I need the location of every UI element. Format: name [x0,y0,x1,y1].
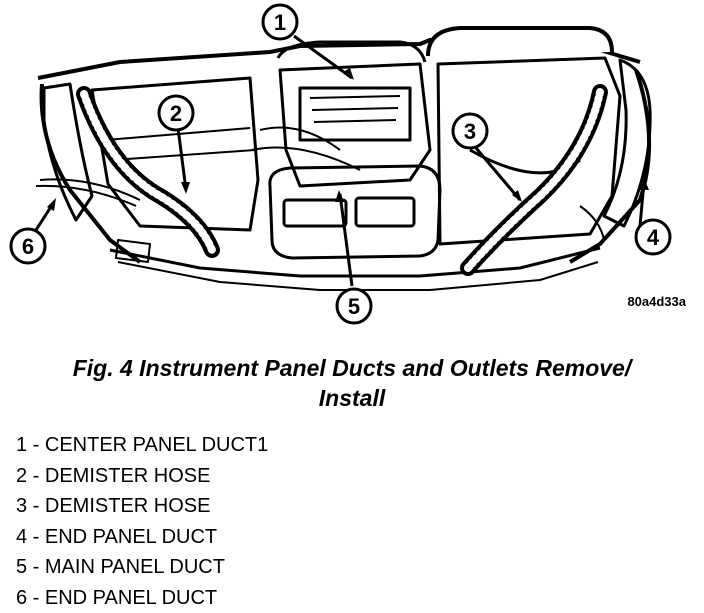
legend-item: 2 - DEMISTER HOSE [16,461,268,492]
legend-item: 1 - CENTER PANEL DUCT1 [16,430,268,461]
svg-text:2: 2 [170,101,182,126]
callout-6: 6 [11,229,45,263]
svg-text:3: 3 [464,119,476,144]
instrument-panel-body [38,28,650,290]
figure-reference-code: 80a4d33a [627,294,686,309]
svg-text:1: 1 [274,10,286,35]
legend-item: 6 - END PANEL DUCT [16,583,268,613]
callout-4: 4 [636,220,670,254]
callout-1: 1 [263,5,297,39]
callout-5: 5 [337,289,371,323]
callout-3: 3 [453,114,487,148]
instrument-panel-illustration: 1 2 3 4 5 6 80a4d33a [0,0,704,340]
svg-text:6: 6 [22,234,34,259]
legend-item: 3 - DEMISTER HOSE [16,491,268,522]
callout-2: 2 [159,96,193,130]
parts-legend: 1 - CENTER PANEL DUCT1 2 - DEMISTER HOSE… [16,430,268,613]
svg-text:5: 5 [348,294,360,319]
figure-caption-line-2: Install [0,383,704,413]
demister-hose-right [468,92,600,268]
legend-item: 4 - END PANEL DUCT [16,522,268,553]
figure-caption-line-1: Fig. 4 Instrument Panel Ducts and Outlet… [0,353,704,383]
figure-caption: Fig. 4 Instrument Panel Ducts and Outlet… [0,353,704,413]
legend-item: 5 - MAIN PANEL DUCT [16,552,268,583]
svg-text:4: 4 [647,225,660,250]
